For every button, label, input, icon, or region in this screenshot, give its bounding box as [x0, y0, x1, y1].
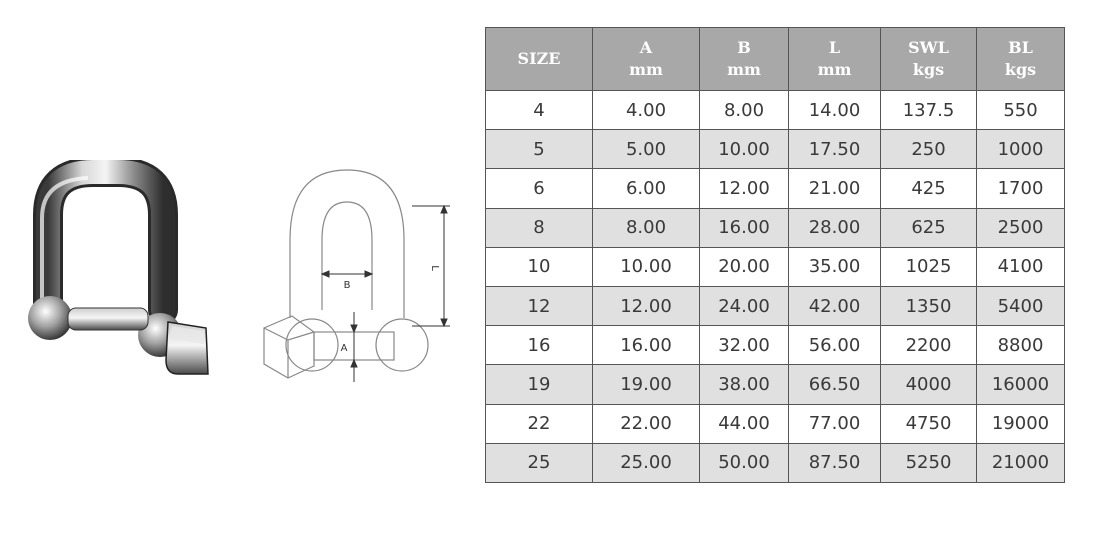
- table-cell: 5.00: [592, 129, 700, 170]
- table-cell: 16.00: [699, 207, 789, 248]
- table-cell: 2200: [880, 325, 977, 366]
- table-cell: 4100: [976, 246, 1065, 287]
- table-cell: 4.00: [592, 89, 700, 131]
- table-cell: 8: [485, 207, 593, 248]
- table-cell: 8.00: [699, 89, 789, 131]
- shackle-diagram: B A L: [263, 169, 450, 382]
- label-a: A: [341, 343, 348, 354]
- table-cell: 56.00: [788, 325, 881, 366]
- table-cell: 38.00: [699, 364, 789, 405]
- table-cell: 137.5: [880, 89, 977, 131]
- table-cell: 1025: [880, 246, 977, 287]
- table-cell: 87.50: [788, 442, 881, 484]
- col-header-size: SIZE: [485, 27, 593, 91]
- table-cell: 8800: [976, 325, 1065, 366]
- table-cell: 550: [976, 89, 1065, 131]
- label-b: B: [344, 280, 351, 291]
- table-cell: 10: [485, 246, 593, 287]
- table-cell: 44.00: [699, 403, 789, 444]
- table-cell: 625: [880, 207, 977, 248]
- table-cell: 6: [485, 168, 593, 209]
- table-cell: 1000: [976, 129, 1065, 170]
- table-cell: 24.00: [699, 285, 789, 327]
- table-cell: 2500: [976, 207, 1065, 248]
- table-cell: 19000: [976, 403, 1065, 444]
- table-cell: 1700: [976, 168, 1065, 209]
- table-cell: 5: [485, 129, 593, 170]
- table-cell: 6.00: [592, 168, 700, 209]
- table-cell: 10.00: [592, 246, 700, 287]
- shackle-photo: [28, 160, 209, 375]
- table-cell: 10.00: [699, 129, 789, 170]
- table-cell: 22.00: [592, 403, 700, 444]
- table-cell: 35.00: [788, 246, 881, 287]
- table-cell: 77.00: [788, 403, 881, 444]
- table-cell: 1350: [880, 285, 977, 327]
- table-cell: 50.00: [699, 442, 789, 484]
- table-cell: 4000: [880, 364, 977, 405]
- table-cell: 32.00: [699, 325, 789, 366]
- label-l: L: [429, 265, 440, 271]
- table-cell: 21.00: [788, 168, 881, 209]
- table-cell: 25.00: [592, 442, 700, 484]
- table-cell: 8.00: [592, 207, 700, 248]
- table-cell: 5400: [976, 285, 1065, 327]
- table-cell: 66.50: [788, 364, 881, 405]
- table-cell: 19.00: [592, 364, 700, 405]
- table-cell: 42.00: [788, 285, 881, 327]
- table-cell: 5250: [880, 442, 977, 484]
- table-cell: 12.00: [592, 285, 700, 327]
- table-cell: 16000: [976, 364, 1065, 405]
- table-cell: 4750: [880, 403, 977, 444]
- table-cell: 22: [485, 403, 593, 444]
- table-cell: 12.00: [699, 168, 789, 209]
- table-cell: 28.00: [788, 207, 881, 248]
- table-cell: 21000: [976, 442, 1065, 484]
- table-cell: 250: [880, 129, 977, 170]
- table-cell: 16: [485, 325, 593, 366]
- table-cell: 16.00: [592, 325, 700, 366]
- table-cell: 25: [485, 442, 593, 484]
- table-cell: 17.50: [788, 129, 881, 170]
- table-cell: 14.00: [788, 89, 881, 131]
- table-cell: 425: [880, 168, 977, 209]
- table-cell: 19: [485, 364, 593, 405]
- table-cell: 20.00: [699, 246, 789, 287]
- table-cell: 12: [485, 285, 593, 327]
- table-cell: 4: [485, 89, 593, 131]
